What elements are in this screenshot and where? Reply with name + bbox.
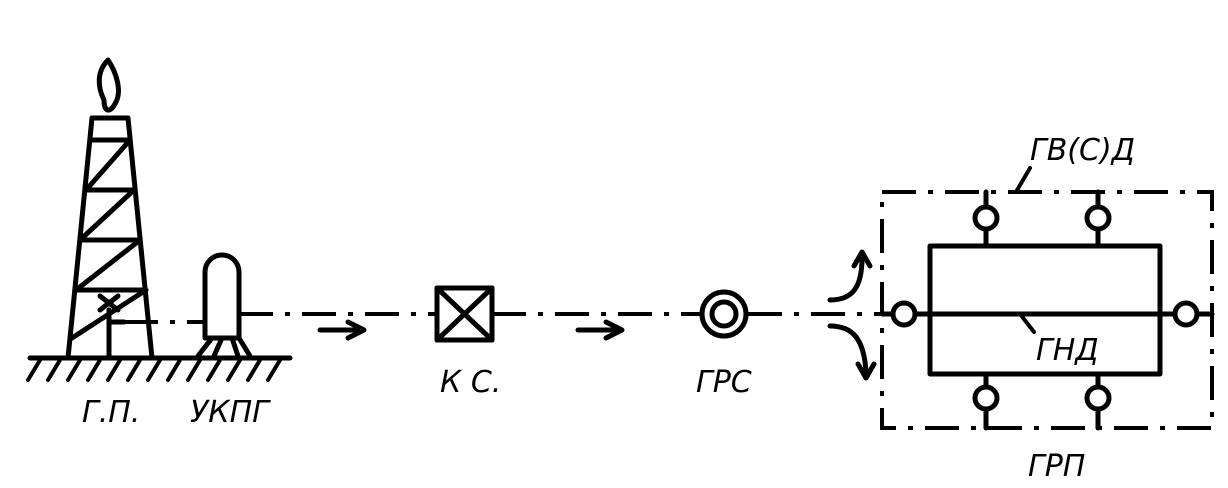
label-leader	[1018, 312, 1036, 334]
label-leader	[1014, 166, 1032, 194]
flow-arrow	[575, 319, 625, 341]
label-gas-well: Г.П.	[82, 395, 140, 430]
circle-valve-icon	[972, 371, 1000, 431]
label-gas-treatment: УКПГ	[190, 395, 271, 430]
pipeline	[124, 312, 882, 324]
label-high-medium-pressure: ГВ(С)Д	[1030, 133, 1135, 168]
ground	[26, 355, 293, 382]
box-cross-icon	[434, 285, 495, 343]
label-compressor-station: К С.	[440, 365, 501, 400]
derrick-flare-icon	[65, 57, 155, 361]
high-medium-pressure-boundary	[880, 190, 1214, 430]
label-gas-regulation-point: ГРП	[1028, 449, 1085, 484]
branch-arrow-down	[827, 323, 877, 381]
circle-valve-icon	[890, 300, 918, 328]
label-low-pressure: ГНД	[1036, 333, 1099, 368]
double-circle-icon	[699, 289, 749, 339]
circle-valve-icon	[1084, 189, 1112, 249]
label-gas-distribution-station: ГРС	[696, 365, 752, 400]
vessel-icon	[195, 252, 253, 359]
circle-valve-icon	[1084, 371, 1112, 431]
circle-valve-icon	[972, 189, 1000, 249]
flow-arrow	[317, 319, 367, 341]
circle-valve-icon	[1172, 300, 1200, 328]
low-pressure-network	[927, 243, 1163, 377]
branch-arrow-up	[827, 249, 873, 303]
